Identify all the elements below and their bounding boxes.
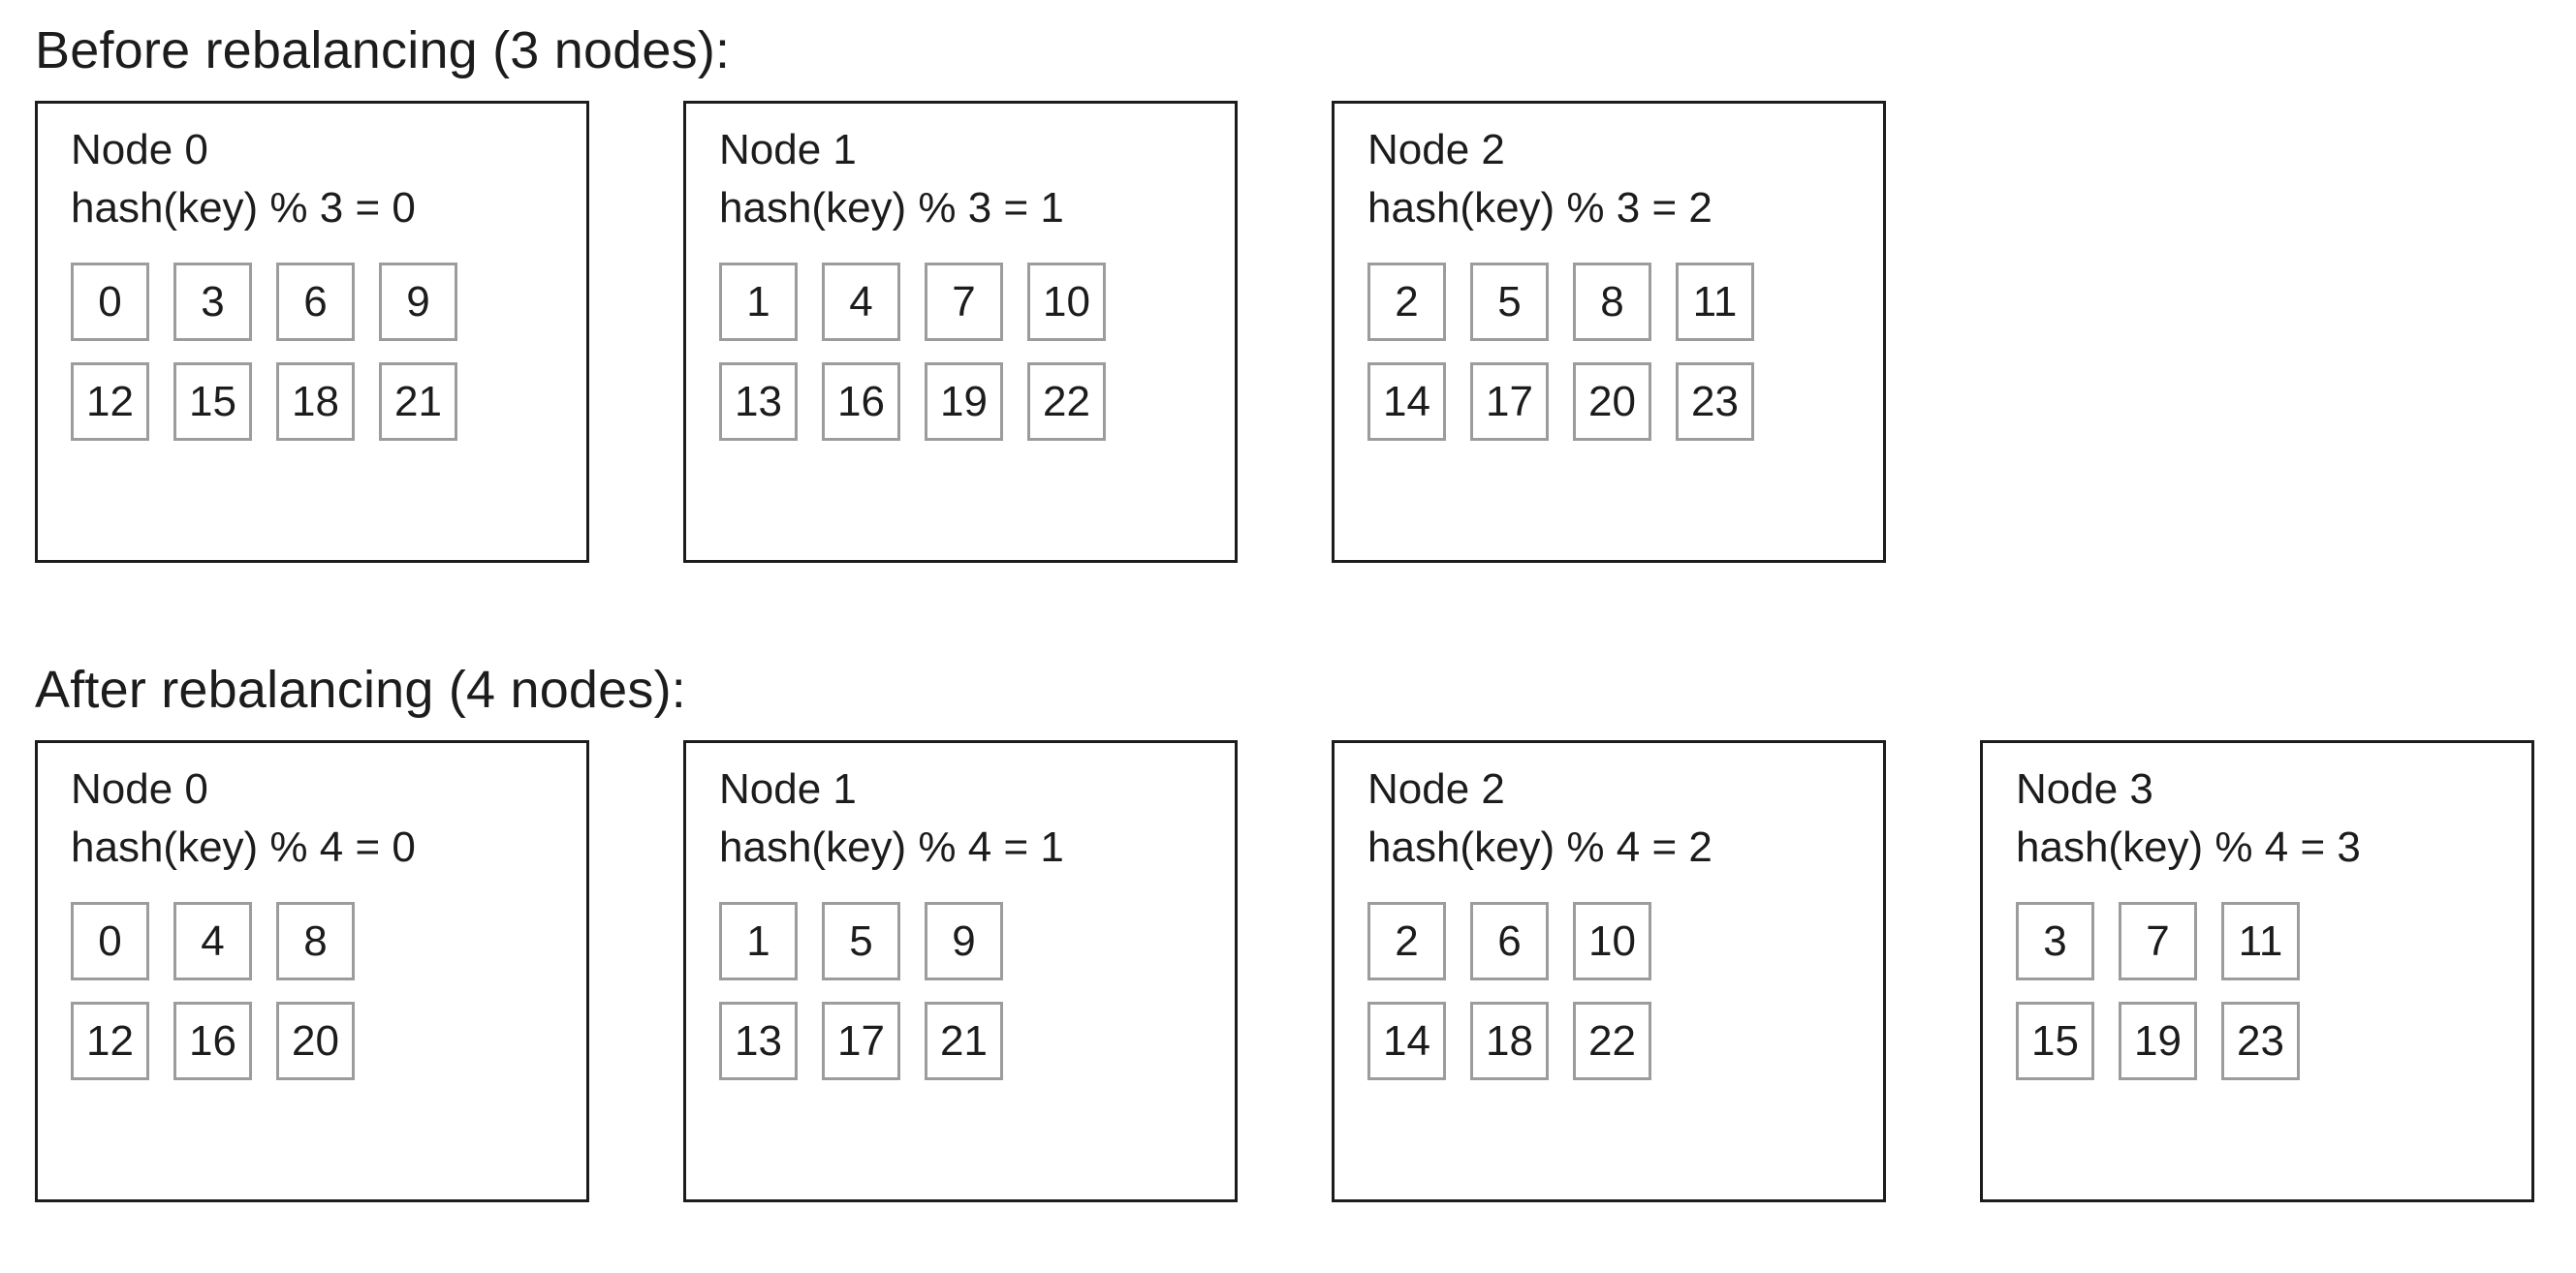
node-title: Node 1 xyxy=(719,765,857,813)
key-line: 13 16 19 22 xyxy=(719,362,1235,441)
key-cell: 17 xyxy=(1470,362,1549,441)
node-box-after-2: Node 2 hash(key) % 4 = 2 2 6 10 14 18 22 xyxy=(1332,740,1886,1202)
key-cell: 20 xyxy=(1573,362,1651,441)
key-cell: 9 xyxy=(379,263,457,341)
after-rebalancing-node-row: Node 0 hash(key) % 4 = 0 0 4 8 12 16 20 … xyxy=(0,740,2576,1205)
key-grid: 0 4 8 12 16 20 xyxy=(71,902,586,1080)
key-grid: 2 6 10 14 18 22 xyxy=(1367,902,1883,1080)
key-cell: 11 xyxy=(2221,902,2300,980)
key-cell: 2 xyxy=(1367,902,1446,980)
key-cell: 19 xyxy=(2119,1002,2197,1080)
node-title: Node 1 xyxy=(719,126,857,173)
before-rebalancing-heading: Before rebalancing (3 nodes): xyxy=(35,21,731,79)
key-cell: 7 xyxy=(925,263,1003,341)
node-formula: hash(key) % 4 = 0 xyxy=(71,823,416,871)
key-cell: 10 xyxy=(1573,902,1651,980)
key-cell: 2 xyxy=(1367,263,1446,341)
key-cell: 21 xyxy=(925,1002,1003,1080)
key-cell: 14 xyxy=(1367,362,1446,441)
key-line: 14 18 22 xyxy=(1367,1002,1883,1080)
key-cell: 3 xyxy=(2016,902,2094,980)
node-formula: hash(key) % 4 = 1 xyxy=(719,823,1064,871)
key-cell: 14 xyxy=(1367,1002,1446,1080)
key-cell: 12 xyxy=(71,362,149,441)
key-line: 1 4 7 10 xyxy=(719,263,1235,341)
key-cell: 15 xyxy=(2016,1002,2094,1080)
key-grid: 0 3 6 9 12 15 18 21 xyxy=(71,263,586,441)
node-formula: hash(key) % 3 = 1 xyxy=(719,184,1064,232)
key-line: 12 16 20 xyxy=(71,1002,586,1080)
node-title: Node 0 xyxy=(71,126,208,173)
after-rebalancing-section: After rebalancing (4 nodes): Node 0 hash… xyxy=(0,639,2576,1205)
node-formula: hash(key) % 4 = 2 xyxy=(1367,823,1712,871)
key-cell: 4 xyxy=(822,263,900,341)
node-formula: hash(key) % 4 = 3 xyxy=(2016,823,2361,871)
key-cell: 19 xyxy=(925,362,1003,441)
key-cell: 10 xyxy=(1027,263,1106,341)
node-title: Node 2 xyxy=(1367,765,1505,813)
key-cell: 7 xyxy=(2119,902,2197,980)
node-box-after-0: Node 0 hash(key) % 4 = 0 0 4 8 12 16 20 xyxy=(35,740,589,1202)
node-formula: hash(key) % 3 = 0 xyxy=(71,184,416,232)
key-cell: 5 xyxy=(1470,263,1549,341)
key-cell: 18 xyxy=(276,362,355,441)
node-box-after-1: Node 1 hash(key) % 4 = 1 1 5 9 13 17 21 xyxy=(683,740,1238,1202)
key-line: 0 4 8 xyxy=(71,902,586,980)
key-line: 14 17 20 23 xyxy=(1367,362,1883,441)
key-cell: 23 xyxy=(2221,1002,2300,1080)
key-cell: 12 xyxy=(71,1002,149,1080)
key-cell: 1 xyxy=(719,902,798,980)
node-box-before-2: Node 2 hash(key) % 3 = 2 2 5 8 11 14 17 … xyxy=(1332,101,1886,563)
key-cell: 4 xyxy=(173,902,252,980)
key-grid: 2 5 8 11 14 17 20 23 xyxy=(1367,263,1883,441)
node-formula: hash(key) % 3 = 2 xyxy=(1367,184,1712,232)
key-cell: 22 xyxy=(1573,1002,1651,1080)
key-cell: 22 xyxy=(1027,362,1106,441)
key-line: 13 17 21 xyxy=(719,1002,1235,1080)
key-line: 3 7 11 xyxy=(2016,902,2531,980)
key-cell: 18 xyxy=(1470,1002,1549,1080)
key-cell: 8 xyxy=(276,902,355,980)
key-cell: 3 xyxy=(173,263,252,341)
key-grid: 1 5 9 13 17 21 xyxy=(719,902,1235,1080)
key-line: 2 5 8 11 xyxy=(1367,263,1883,341)
key-cell: 17 xyxy=(822,1002,900,1080)
key-cell: 11 xyxy=(1676,263,1754,341)
key-grid: 1 4 7 10 13 16 19 22 xyxy=(719,263,1235,441)
key-cell: 13 xyxy=(719,362,798,441)
node-title: Node 0 xyxy=(71,765,208,813)
key-cell: 16 xyxy=(822,362,900,441)
key-cell: 1 xyxy=(719,263,798,341)
key-cell: 21 xyxy=(379,362,457,441)
before-rebalancing-section: Before rebalancing (3 nodes): Node 0 has… xyxy=(0,0,2576,566)
key-cell: 15 xyxy=(173,362,252,441)
key-cell: 16 xyxy=(173,1002,252,1080)
key-cell: 6 xyxy=(1470,902,1549,980)
key-cell: 5 xyxy=(822,902,900,980)
key-cell: 13 xyxy=(719,1002,798,1080)
key-cell: 23 xyxy=(1676,362,1754,441)
key-line: 1 5 9 xyxy=(719,902,1235,980)
node-title: Node 3 xyxy=(2016,765,2153,813)
key-cell: 6 xyxy=(276,263,355,341)
node-box-before-0: Node 0 hash(key) % 3 = 0 0 3 6 9 12 15 1… xyxy=(35,101,589,563)
node-box-after-3: Node 3 hash(key) % 4 = 3 3 7 11 15 19 23 xyxy=(1980,740,2534,1202)
key-line: 12 15 18 21 xyxy=(71,362,586,441)
node-box-before-1: Node 1 hash(key) % 3 = 1 1 4 7 10 13 16 … xyxy=(683,101,1238,563)
key-line: 2 6 10 xyxy=(1367,902,1883,980)
after-rebalancing-heading: After rebalancing (4 nodes): xyxy=(35,661,686,719)
key-cell: 0 xyxy=(71,263,149,341)
before-rebalancing-node-row: Node 0 hash(key) % 3 = 0 0 3 6 9 12 15 1… xyxy=(0,101,2576,566)
key-cell: 8 xyxy=(1573,263,1651,341)
key-grid: 3 7 11 15 19 23 xyxy=(2016,902,2531,1080)
key-line: 0 3 6 9 xyxy=(71,263,586,341)
node-title: Node 2 xyxy=(1367,126,1505,173)
key-cell: 9 xyxy=(925,902,1003,980)
key-cell: 20 xyxy=(276,1002,355,1080)
key-line: 15 19 23 xyxy=(2016,1002,2531,1080)
key-cell: 0 xyxy=(71,902,149,980)
